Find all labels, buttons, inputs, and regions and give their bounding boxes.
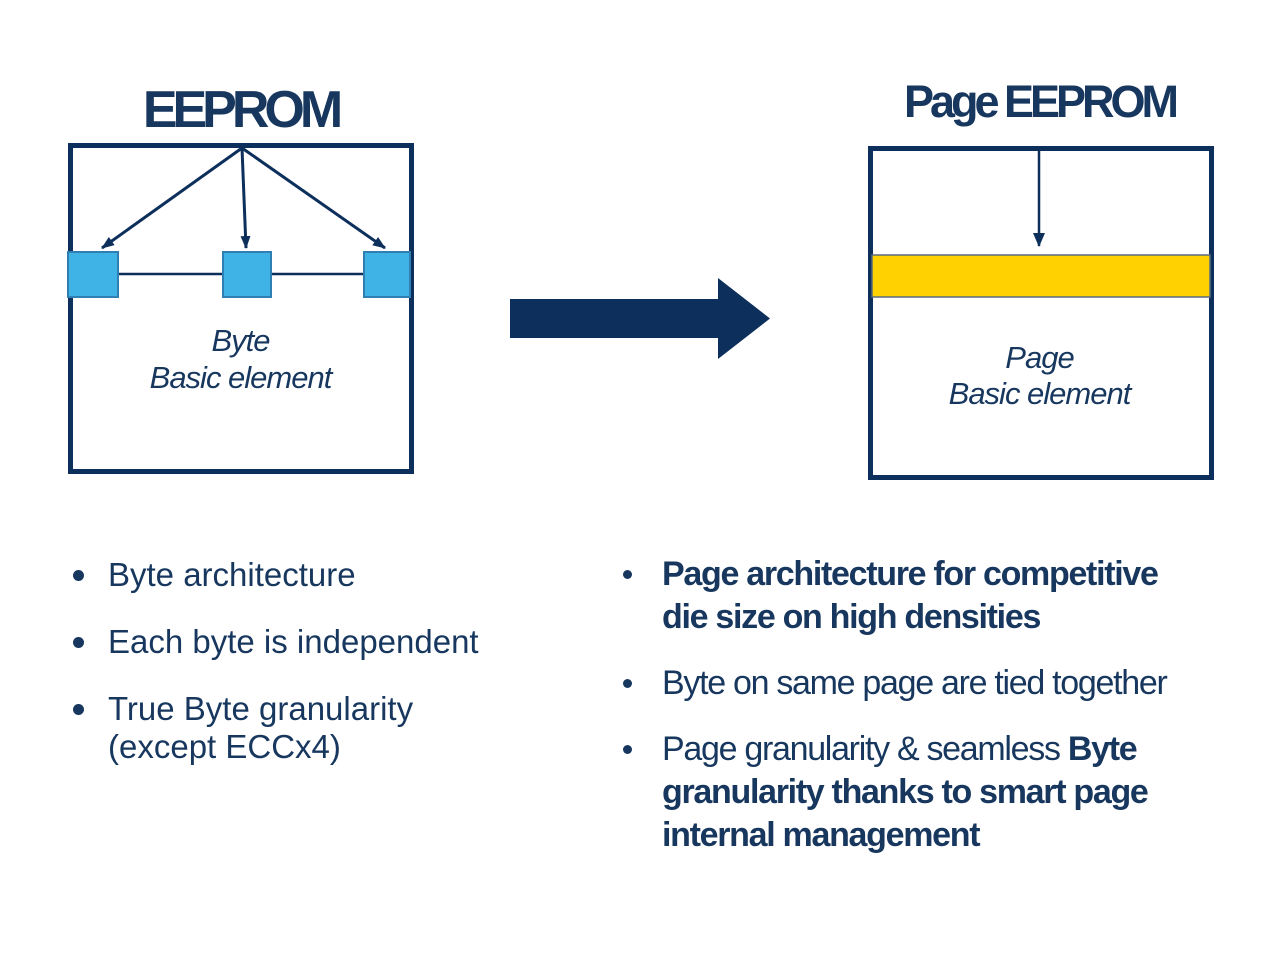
transform-arrow-container <box>510 278 770 359</box>
eeprom-diagram <box>67 143 414 474</box>
byte-square <box>67 251 119 298</box>
byte-basic-element-label: Byte Basic element <box>68 322 413 396</box>
bullet-text: Byte architecture <box>108 556 356 593</box>
byte-square <box>363 251 411 298</box>
fanout-down-arrows-icon <box>101 146 386 250</box>
page-eeprom-title: Page EEPROM <box>903 76 1179 127</box>
page-label-line1: Page <box>1005 340 1074 375</box>
bullet-item: Byte architecture <box>60 556 500 594</box>
bullet-item: Page granularity & seamless Byte granula… <box>612 728 1277 857</box>
bullet-text: Each byte is independent <box>108 623 479 660</box>
page-eeprom-diagram <box>868 146 1214 480</box>
page-bar <box>871 254 1211 298</box>
bullet-text-bold: Page architecture for competitive die si… <box>662 555 1159 636</box>
page-label-line2: Basic element <box>948 376 1132 411</box>
bullet-text: Byte on same page are tied together <box>662 664 1168 702</box>
page-basic-element-label: Page Basic element <box>868 340 1211 412</box>
byte-label-line1: Byte <box>211 323 270 358</box>
bullet-item: Byte on same page are tied together <box>612 662 1277 705</box>
bullet-item: True Byte granularity (except ECCx4) <box>60 690 500 766</box>
thick-right-arrow-icon <box>510 278 770 359</box>
bullet-text: Page granularity & seamless <box>662 730 1068 768</box>
page-eeprom-bullet-list: Page architecture for competitive die si… <box>612 553 1277 880</box>
byte-square <box>222 251 272 298</box>
bullet-item: Page architecture for competitive die si… <box>612 553 1277 639</box>
bullet-text: True Byte granularity (except ECCx4) <box>108 690 414 765</box>
bullet-item: Each byte is independent <box>60 623 500 661</box>
eeprom-title: EEPROM <box>142 81 343 139</box>
byte-label-line2: Basic element <box>149 360 333 395</box>
eeprom-box <box>68 143 414 474</box>
bullet-text-bold: Byte granularity thanks to smart page in… <box>662 730 1149 854</box>
page-eeprom-box <box>868 146 1214 480</box>
